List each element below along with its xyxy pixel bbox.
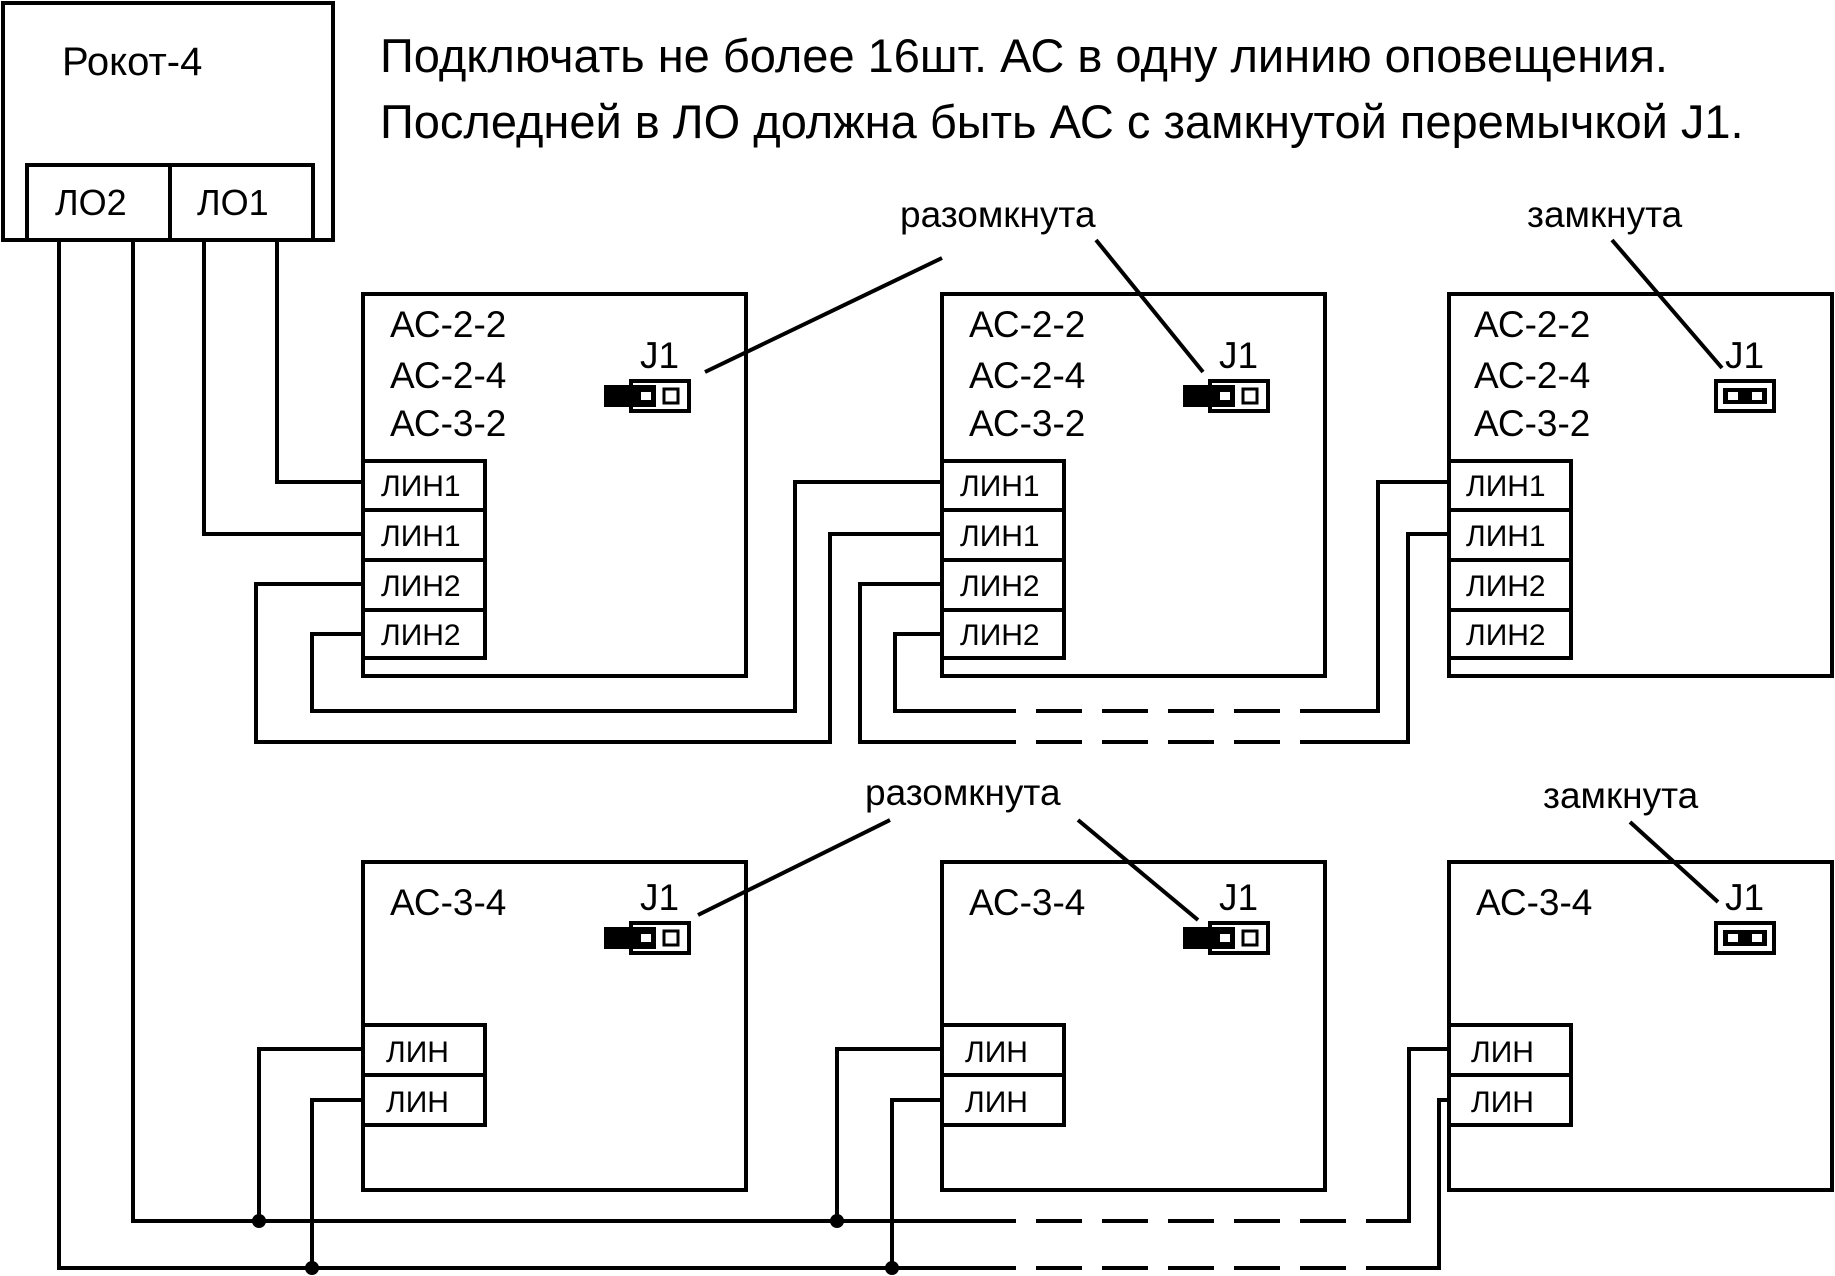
jumper-label: J1 bbox=[1725, 335, 1764, 376]
wire-row1-in-b bbox=[1300, 480, 1449, 713]
terminal-label: ЛИН1 bbox=[381, 520, 461, 553]
terminal-block-row2-1 bbox=[361, 1023, 487, 1127]
callout-open-row1: разомкнута bbox=[900, 194, 1096, 235]
jumper-closed-icon bbox=[1714, 379, 1776, 413]
wire-row2-tap-1b bbox=[310, 1098, 363, 1268]
jumper-open-icon bbox=[604, 921, 691, 955]
jumper-label: J1 bbox=[1219, 335, 1258, 376]
wire-lo2-b bbox=[57, 240, 970, 1270]
callout-closed-row2: замкнута bbox=[1543, 775, 1699, 816]
wire-row2-tap-2a bbox=[835, 1047, 942, 1221]
wire-row1-chain-a bbox=[254, 532, 942, 744]
terminal-block-row1-1 bbox=[361, 459, 487, 660]
jumper-label: J1 bbox=[1725, 877, 1764, 918]
terminal-label: ЛИН2 bbox=[381, 619, 461, 652]
terminal-label: ЛИН bbox=[965, 1086, 1028, 1119]
wire-lo2-a bbox=[131, 240, 970, 1223]
wire-row2-end-a bbox=[1400, 1047, 1449, 1223]
note-line-2: Последней в ЛО должна быть АС с замкнуто… bbox=[380, 95, 1744, 148]
jumper-closed-icon bbox=[1714, 921, 1776, 955]
jumper-open-icon bbox=[1183, 921, 1270, 955]
model-label: АС-2-2 bbox=[969, 304, 1085, 345]
wire-row1-out-a bbox=[858, 582, 970, 744]
callout-leader-row1-a bbox=[704, 256, 943, 374]
note-line-1: Подключать не более 16шт. АС в одну лини… bbox=[380, 29, 1668, 82]
jumper-label: J1 bbox=[640, 335, 679, 376]
terminal-label: ЛИН1 bbox=[960, 470, 1040, 503]
terminal-label: ЛИН bbox=[1471, 1086, 1534, 1119]
wire-row2-end-b bbox=[1400, 1098, 1449, 1270]
jumper-open-icon bbox=[1183, 379, 1270, 413]
jumper-open-icon bbox=[604, 379, 691, 413]
junction-dot bbox=[830, 1214, 844, 1228]
callout-closed-row1: замкнута bbox=[1527, 194, 1683, 235]
model-label: АС-2-4 bbox=[390, 355, 506, 396]
terminal-block-row1-2 bbox=[940, 459, 1066, 660]
model-label: АС-2-2 bbox=[390, 304, 506, 345]
model-label: АС-2-2 bbox=[1474, 304, 1590, 345]
jumper-label: J1 bbox=[640, 877, 679, 918]
model-label: АС-2-4 bbox=[1474, 355, 1590, 396]
wire-lo1-b bbox=[202, 240, 363, 536]
terminal-label: ЛИН2 bbox=[960, 570, 1040, 603]
terminal-label: ЛИН1 bbox=[960, 520, 1040, 553]
model-label: АС-3-2 bbox=[1474, 403, 1590, 444]
wire-row2-tap-2b bbox=[890, 1098, 942, 1268]
model-label: АС-3-4 bbox=[969, 882, 1085, 923]
lo1-label: ЛО1 bbox=[197, 182, 269, 223]
terminal-label: ЛИН bbox=[386, 1036, 449, 1069]
terminal-label: ЛИН bbox=[965, 1036, 1028, 1069]
terminal-block-row2-3 bbox=[1447, 1023, 1573, 1127]
terminal-label: ЛИН2 bbox=[960, 619, 1040, 652]
jumper-label: J1 bbox=[1219, 877, 1258, 918]
callout-leader-row2-a bbox=[697, 818, 891, 917]
callout-leader-row2-c bbox=[1628, 820, 1720, 904]
callout-open-row2: разомкнута bbox=[865, 772, 1061, 813]
lo1-terminal-box bbox=[168, 163, 315, 242]
wire-lo1-a bbox=[275, 240, 363, 484]
terminal-label: ЛИН bbox=[1471, 1036, 1534, 1069]
model-label: АС-3-2 bbox=[969, 403, 1085, 444]
junction-dot bbox=[305, 1261, 319, 1275]
terminal-label: ЛИН2 bbox=[381, 570, 461, 603]
model-label: АС-3-2 bbox=[390, 403, 506, 444]
controller-title: Рокот-4 bbox=[62, 40, 202, 84]
lo2-label: ЛО2 bbox=[55, 182, 127, 223]
model-label: АС-3-4 bbox=[390, 882, 506, 923]
junction-dot bbox=[885, 1261, 899, 1275]
wire-row1-out-b bbox=[893, 632, 970, 713]
callout-leader-row2-b bbox=[1076, 818, 1200, 922]
terminal-label: ЛИН bbox=[386, 1086, 449, 1119]
terminal-label: ЛИН1 bbox=[1466, 520, 1546, 553]
wire-row2-tap-1a bbox=[257, 1047, 363, 1221]
model-label: АС-2-4 bbox=[969, 355, 1085, 396]
terminal-label: ЛИН1 bbox=[1466, 470, 1546, 503]
terminal-block-row2-2 bbox=[940, 1023, 1066, 1127]
model-label: АС-3-4 bbox=[1476, 882, 1592, 923]
wire-row1-in-a bbox=[1300, 532, 1449, 744]
wire-row1-chain-b bbox=[310, 480, 942, 713]
terminal-label: ЛИН1 bbox=[381, 470, 461, 503]
callout-leader-row1-c bbox=[1610, 238, 1724, 370]
callout-leader-row1-b bbox=[1094, 238, 1205, 374]
terminal-block-row1-3 bbox=[1447, 459, 1573, 660]
terminal-label: ЛИН2 bbox=[1466, 619, 1546, 652]
terminal-label: ЛИН2 bbox=[1466, 570, 1546, 603]
junction-dot bbox=[252, 1214, 266, 1228]
